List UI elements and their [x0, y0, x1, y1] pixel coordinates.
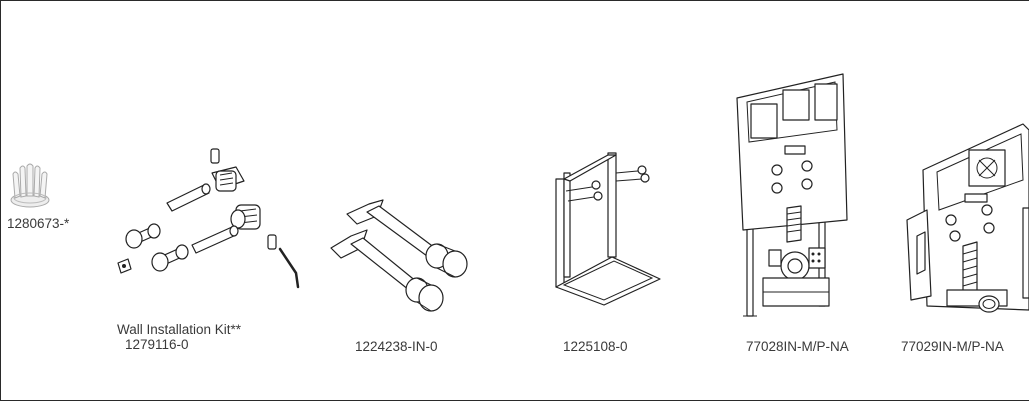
- part-number-short-frame: 77029IN-M/P-NA: [901, 339, 1004, 354]
- part-number-wall-kit: 1279116-0: [125, 337, 189, 352]
- frame-feet-illustration: [330, 199, 468, 312]
- wall-kit-title: Wall Installation Kit**: [117, 322, 242, 337]
- part-number-tall-frame: 77028IN-M/P-NA: [746, 339, 849, 354]
- short-frame-illustration: [906, 123, 1029, 313]
- wall-kit-illustration: [117, 148, 300, 289]
- part-number-bracket: 1225108-0: [563, 339, 628, 354]
- tall-frame-illustration: [736, 73, 848, 317]
- bracket-illustration: [555, 152, 661, 306]
- cover-cap-illustration: [10, 163, 50, 208]
- part-number-cover: 1280673-*: [7, 216, 70, 231]
- part-number-feet: 1224238-IN-0: [355, 339, 438, 354]
